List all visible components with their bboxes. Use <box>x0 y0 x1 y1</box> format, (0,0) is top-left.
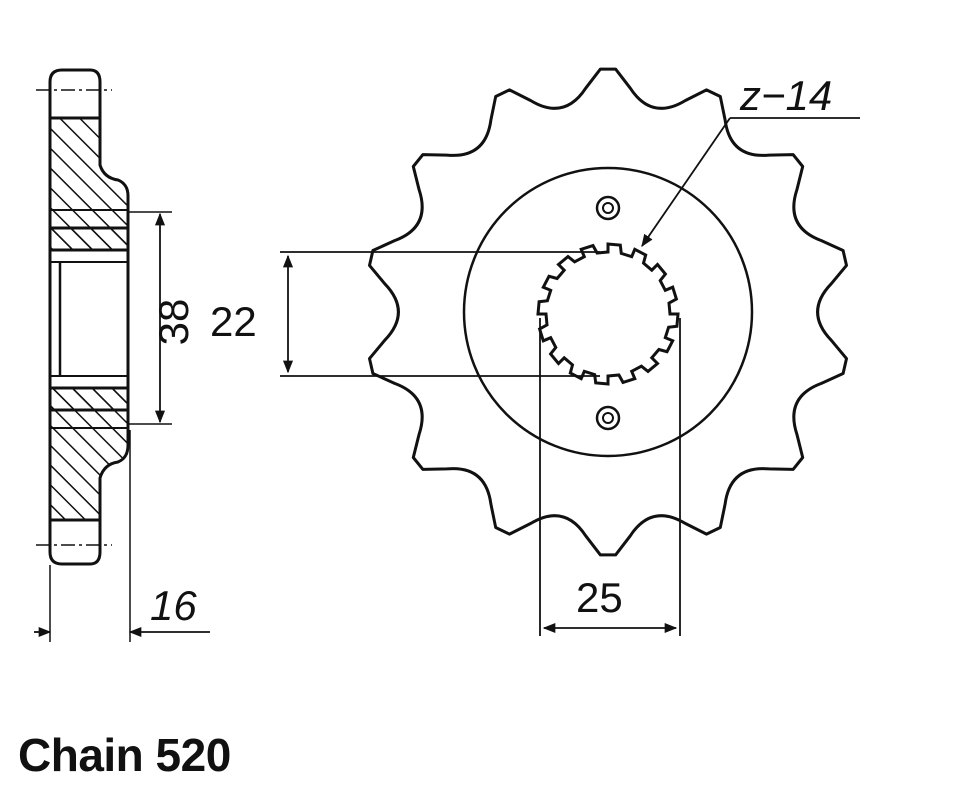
bolt-hole-top <box>595 195 621 221</box>
front-view <box>280 67 860 636</box>
chain-caption: Chain 520 <box>18 729 231 781</box>
upper-section-hatch <box>48 116 130 252</box>
pitch-circle <box>462 166 754 458</box>
teeth-count-label: z−14 <box>739 72 832 119</box>
dim-22-label: 22 <box>210 298 257 345</box>
spline-hole <box>536 242 680 386</box>
bore-section <box>48 248 130 390</box>
tooth-tip-top <box>48 68 102 118</box>
side-section-view <box>34 68 210 642</box>
dim-38-label: 38 <box>150 299 197 346</box>
bolt-hole-bottom <box>595 405 621 431</box>
dim-16-label: 16 <box>150 582 197 629</box>
tooth-tip-bottom <box>48 520 102 566</box>
sprocket-outline <box>368 67 848 557</box>
teeth-leader <box>641 117 731 248</box>
dim-25-label: 25 <box>576 574 623 621</box>
lower-section-hatch <box>48 386 130 522</box>
